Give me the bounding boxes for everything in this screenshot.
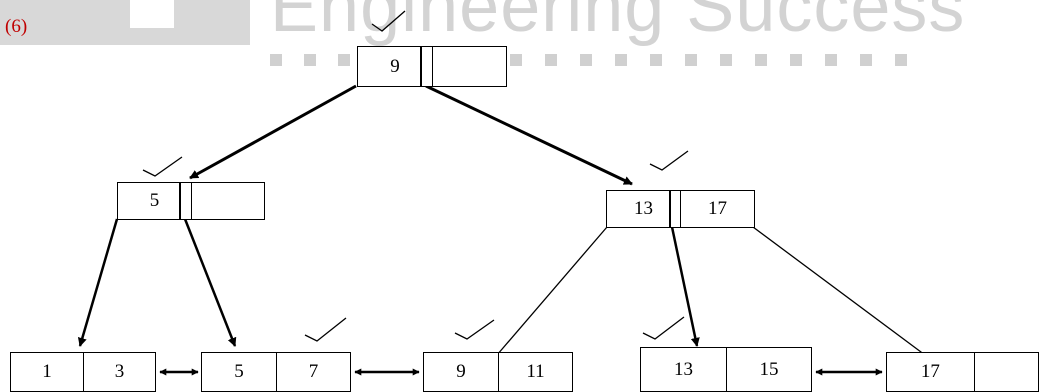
node-key: 1: [42, 361, 52, 382]
pointer-divider: [179, 183, 181, 219]
watermark-square: [720, 54, 732, 66]
edge-5-leaf2: [183, 218, 237, 347]
edge-root-left: [189, 84, 357, 180]
watermark-logo: [0, 0, 250, 45]
watermark-square: [790, 54, 802, 66]
pointer-divider: [420, 47, 422, 86]
check-mark-icon: [304, 317, 347, 342]
edge-5-leaf1: [77, 218, 119, 347]
leaf-node: 17: [886, 352, 1039, 392]
node-key: 5: [234, 361, 244, 382]
watermark-square: [755, 54, 767, 66]
internal-node-right: 13 17: [606, 190, 755, 228]
check-mark-icon: [142, 156, 183, 177]
check-mark-icon: [649, 150, 689, 171]
node-key: 3: [83, 353, 155, 391]
leaf-node: 9 11: [423, 352, 573, 392]
watermark-square: [895, 54, 907, 66]
watermark-square: [580, 54, 592, 66]
check-mark-icon: [371, 10, 406, 32]
edge-root-right: [425, 84, 633, 186]
node-key: 15: [726, 348, 811, 391]
internal-node-left: 5: [117, 182, 265, 220]
node-key: 17: [680, 191, 754, 227]
leaf-node: 1 3: [10, 352, 156, 392]
watermark-square: [615, 54, 627, 66]
watermark-text: Engineering Success: [270, 0, 966, 47]
watermark-square: [338, 54, 350, 66]
check-mark-icon: [454, 319, 495, 340]
node-key: 7: [276, 353, 350, 391]
watermark-square: [304, 54, 316, 66]
watermark-square: [685, 54, 697, 66]
watermark: Engineering Success: [0, 0, 1039, 80]
pointer-divider: [669, 191, 671, 227]
node-key: 17: [920, 361, 940, 382]
watermark-square: [825, 54, 837, 66]
leaf-node: 5 7: [201, 352, 351, 392]
node-key: 5: [149, 190, 160, 211]
root-node: 9: [357, 46, 507, 87]
leaf-node: 13 15: [640, 347, 812, 392]
watermark-square: [270, 54, 282, 66]
edge-17-leaf5: [752, 226, 926, 356]
watermark-square: [510, 54, 522, 66]
question-number: (6): [5, 16, 28, 37]
node-key: 11: [498, 353, 572, 391]
node-key: [191, 183, 264, 219]
check-mark-icon: [642, 316, 685, 340]
watermark-square: [545, 54, 557, 66]
node-key: 9: [456, 361, 466, 382]
watermark-square: [650, 54, 662, 66]
node-key: 13: [674, 358, 693, 380]
node-key: 13: [634, 198, 653, 219]
edge-13-leaf3: [496, 226, 608, 356]
edge-13-leaf4: [670, 226, 700, 347]
watermark-square: [860, 54, 872, 66]
node-key: 9: [390, 55, 400, 77]
node-key: [432, 47, 506, 86]
node-key: [973, 353, 1038, 391]
